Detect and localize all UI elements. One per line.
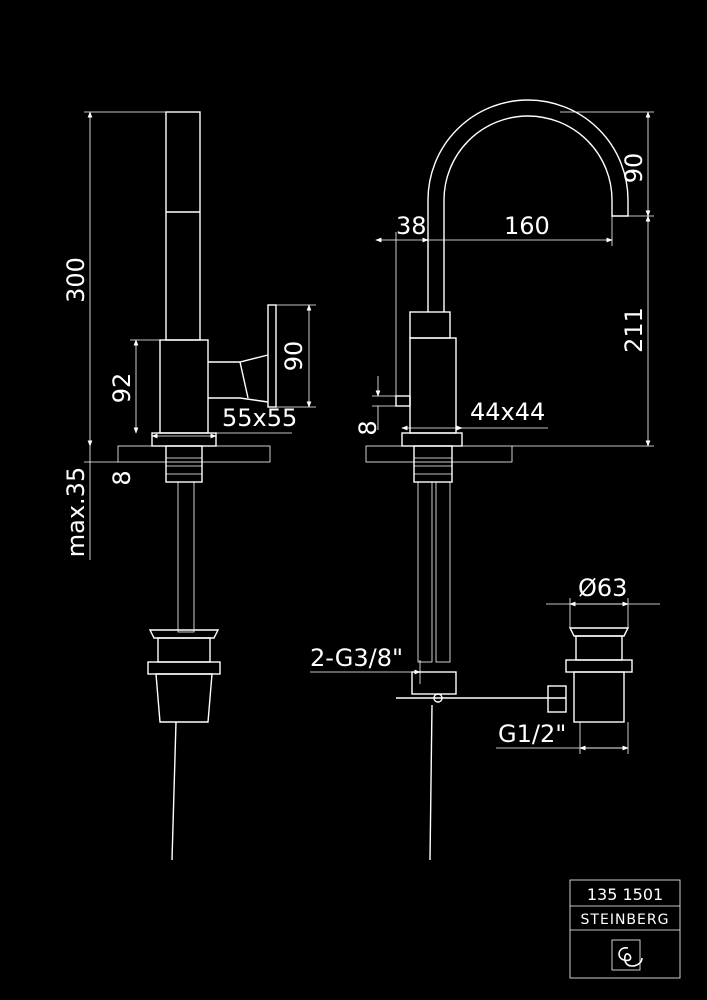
- braided-hose-left: [177, 481, 195, 633]
- drain-cap-right: [568, 627, 630, 637]
- dim-deck-thickness: 8: [108, 470, 136, 485]
- dim-spout-rise: 90: [620, 153, 648, 184]
- dim-handle-height: 90: [280, 341, 308, 372]
- braided-hose-right-1: [417, 481, 433, 663]
- dim-reach: 160: [504, 212, 550, 240]
- spout-gooseneck: [427, 99, 629, 312]
- mixer-body-right: [409, 337, 457, 434]
- dim-body-size-left: 55x55: [222, 404, 297, 432]
- dim-drain-diameter: Ø63: [578, 574, 627, 602]
- dim-height-total: 300: [62, 257, 90, 303]
- drain-cap-left: [148, 629, 220, 639]
- dim-height-body: 92: [108, 373, 136, 404]
- dim-max-deck: max.35: [62, 467, 90, 557]
- brand-logo-icon: [611, 939, 643, 971]
- title-block: 135 1501 STEINBERG: [569, 879, 681, 979]
- left-side-view: 300 92 90 55x55 8 max.35: [62, 111, 316, 861]
- deck-left: [117, 445, 271, 463]
- dim-body-size-right: 44x44: [470, 398, 545, 426]
- braided-hose-right-2: [435, 481, 451, 663]
- pop-up-rod-right: [429, 704, 433, 861]
- pop-up-rod-left: [171, 721, 177, 861]
- side-lever-plate: [267, 304, 277, 408]
- handle-lever: [165, 111, 201, 341]
- brand-name: STEINBERG: [581, 912, 670, 928]
- dim-connection: 2-G3/8": [310, 644, 403, 672]
- article-number: 135 1501: [587, 885, 663, 904]
- dim-base-thickness: 8: [354, 420, 382, 435]
- right-front-view: 90 38 160 211 8 44x44 2-G3/8" Ø63: [310, 99, 660, 861]
- deck-right: [365, 445, 513, 463]
- dim-offset: 38: [396, 212, 427, 240]
- dim-drain-thread: G1/2": [498, 720, 566, 748]
- mixer-body: [159, 339, 209, 434]
- dim-spout-height: 211: [620, 307, 648, 353]
